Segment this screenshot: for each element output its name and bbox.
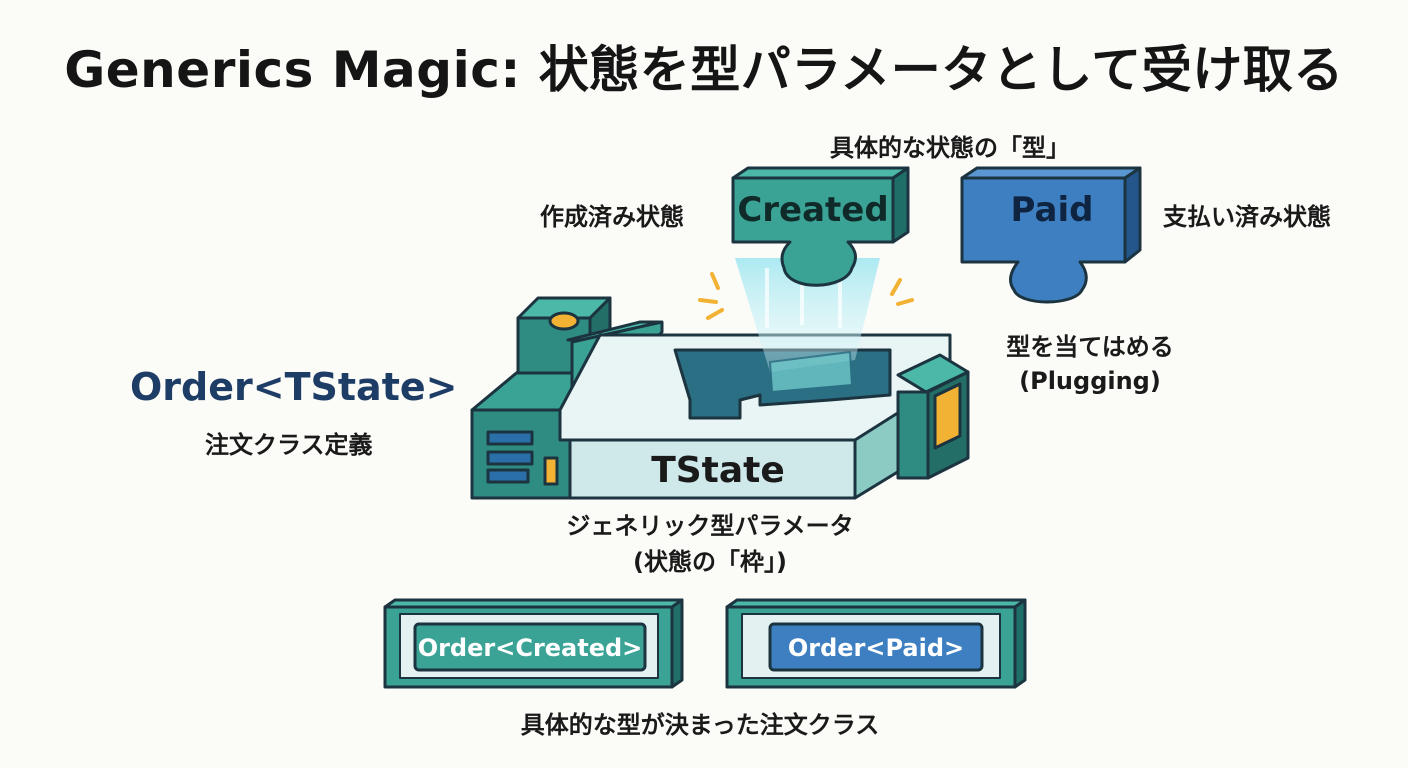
plug-light-beam (698, 258, 914, 394)
plugging-label-line1: 型を当てはめる (1006, 333, 1174, 361)
created-caption: 作成済み状態 (540, 203, 684, 231)
plugging-label: 型を当てはめる (Plugging) (960, 330, 1220, 398)
result-card-paid (725, 598, 1027, 689)
plugging-label-line2: (Plugging) (1019, 367, 1161, 395)
type-slot-label: TState (651, 450, 785, 491)
page-title: Generics Magic: 状態を型パラメータとして受け取る (64, 41, 1344, 99)
result-paid-label: Order<Paid> (788, 634, 964, 662)
type-parameter-caption: ジェネリック型パラメータ (状態の「枠」) (500, 508, 920, 580)
paid-type-label: Paid (1011, 190, 1094, 230)
results-caption: 具体的な型が決まった注文クラス (520, 711, 880, 739)
paid-type-piece (960, 166, 1142, 304)
type-parameter-caption-line2: (状態の「枠」) (633, 548, 787, 576)
result-created-label: Order<Created> (418, 634, 643, 662)
type-parameter-caption-line1: ジェネリック型パラメータ (566, 512, 854, 540)
type-pieces-heading: 具体的な状態の「型」 (830, 134, 1070, 162)
type-machine (470, 296, 970, 500)
order-class-name: Order<TState> (130, 365, 458, 409)
created-type-piece (731, 166, 910, 287)
created-type-label: Created (737, 190, 888, 230)
result-card-created (383, 598, 684, 689)
paid-caption: 支払い済み状態 (1163, 203, 1331, 231)
order-class-caption: 注文クラス定義 (205, 431, 373, 459)
